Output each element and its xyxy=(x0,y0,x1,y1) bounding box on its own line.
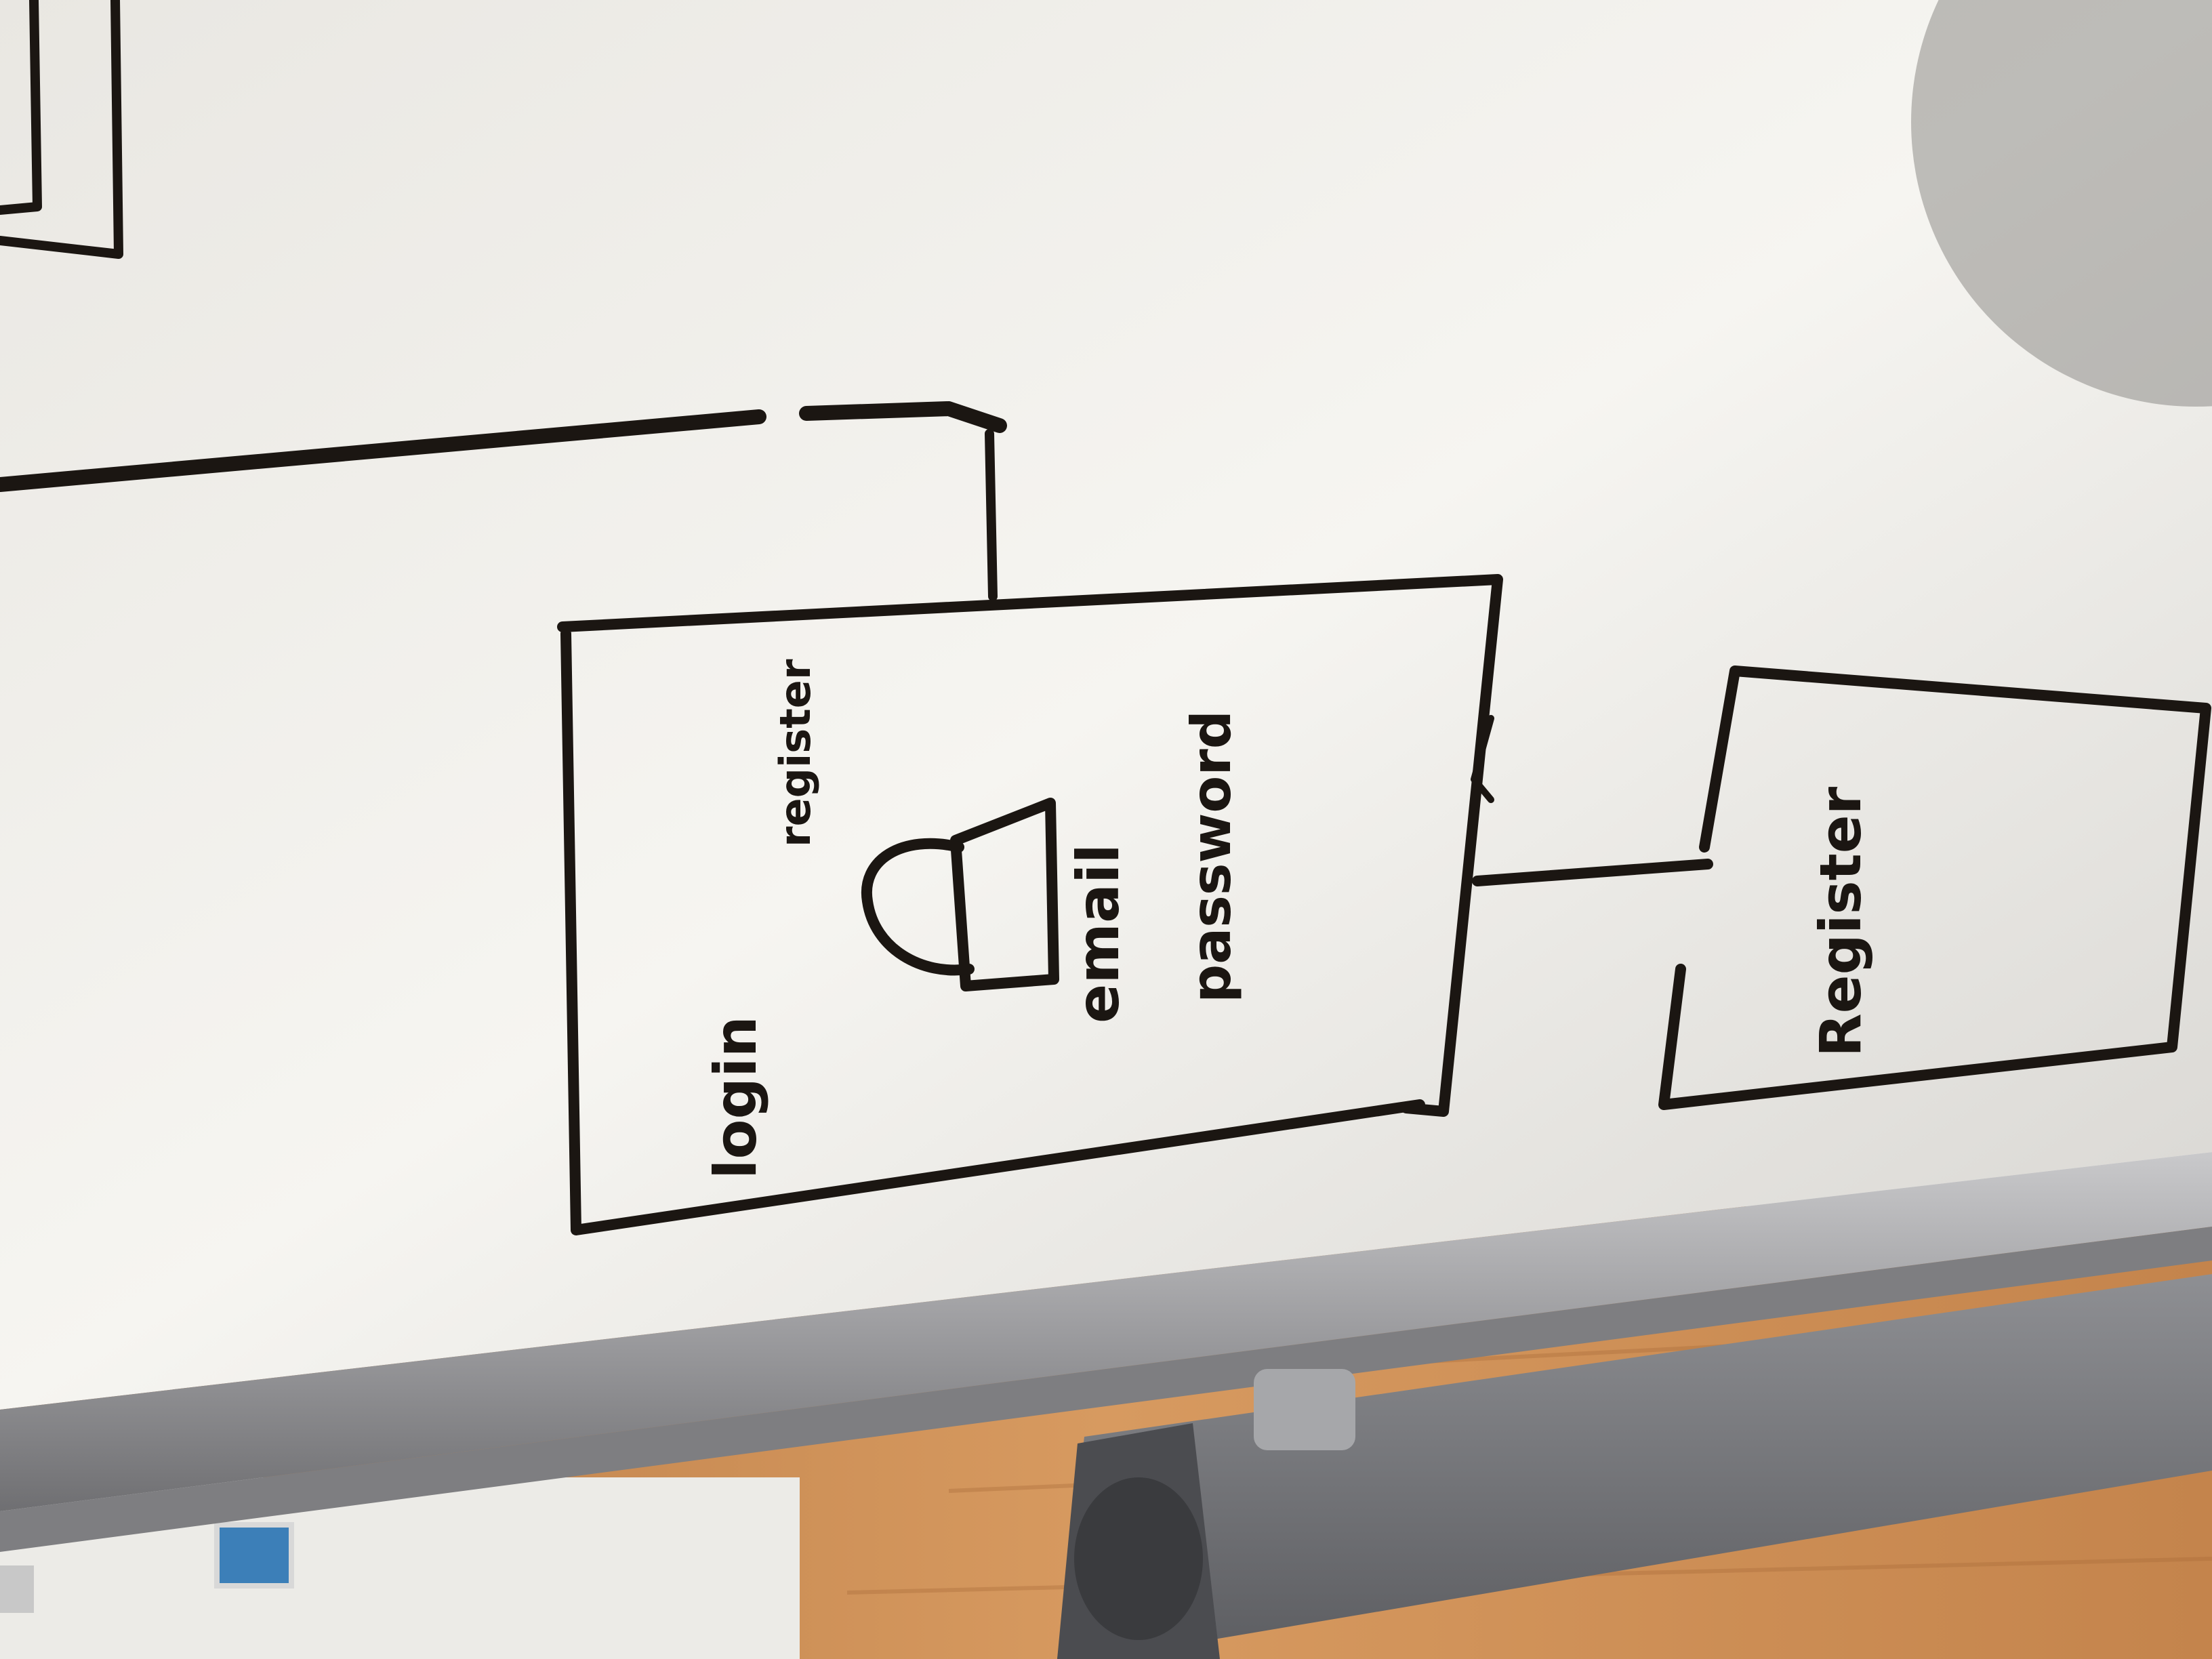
connector-line-down xyxy=(985,429,998,601)
partial-box-outer xyxy=(0,0,123,259)
lock-icon xyxy=(861,798,1059,991)
stand-bolt xyxy=(1254,1369,1355,1450)
cabinet-display xyxy=(214,1522,294,1589)
register-link[interactable]: register xyxy=(771,659,820,847)
board-frame-rail xyxy=(0,1152,2212,1511)
register-title: Register xyxy=(1807,786,1874,1057)
register-box xyxy=(1658,665,2211,1110)
stand-bar xyxy=(1057,1274,2212,1659)
login-box-tick xyxy=(1471,715,1494,803)
connector-line-top xyxy=(0,401,1007,492)
connector-line-right xyxy=(1472,859,1713,886)
cabinet-vent xyxy=(0,1565,34,1613)
partial-box-inner xyxy=(0,0,42,215)
login-title: login xyxy=(702,1016,770,1179)
whiteboard-surface xyxy=(0,0,2212,1410)
board-shadow xyxy=(1911,0,2212,407)
password-label: password xyxy=(1180,710,1243,1003)
stand-foot-cap xyxy=(1074,1477,1203,1640)
email-label: email xyxy=(1065,844,1132,1023)
login-box xyxy=(557,574,1503,1235)
board-tray xyxy=(0,1227,2212,1552)
